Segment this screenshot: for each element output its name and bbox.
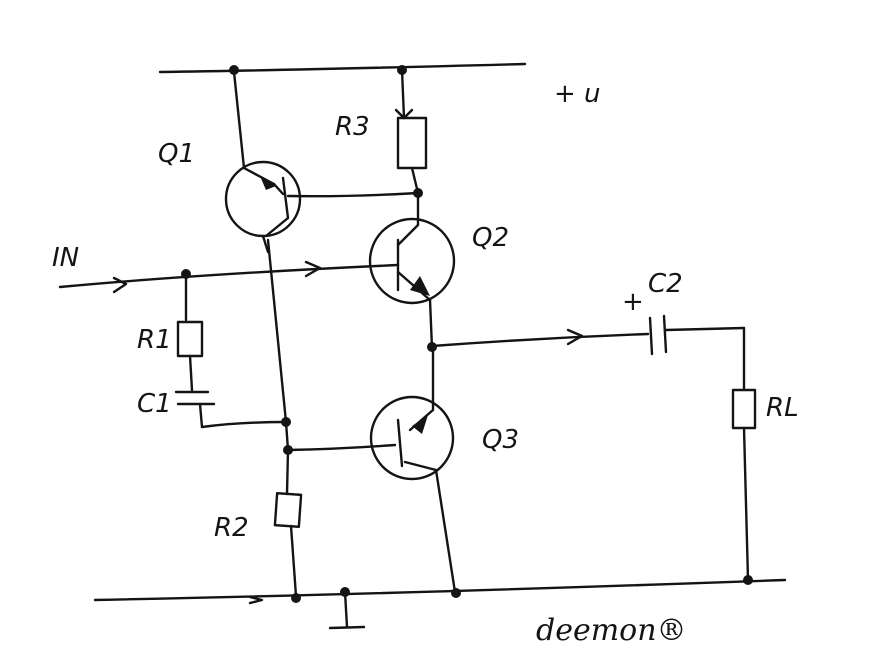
label-r3: R3 (335, 112, 370, 142)
resistor-r1 (176, 272, 204, 392)
resistor-r3 (394, 68, 428, 195)
label-c2-plus: + (622, 287, 644, 317)
transistor-q1 (224, 70, 302, 254)
output-wire (430, 328, 650, 348)
input-wire (58, 260, 400, 294)
signature: deemon® (536, 613, 687, 648)
wire-q1-base (286, 191, 420, 198)
ground-rail (93, 578, 787, 605)
label-q3: Q3 (482, 425, 519, 455)
wire-q3-base (286, 443, 397, 452)
capacitor-c1 (174, 390, 288, 429)
label-input: IN (52, 243, 79, 273)
wire-q1-emitter (266, 238, 288, 424)
label-c2: C2 (648, 269, 683, 299)
supply-rail (158, 62, 527, 74)
ground-symbol (328, 590, 366, 630)
transistor-q2 (368, 191, 456, 350)
label-rl: RL (766, 393, 799, 423)
label-supply: + u (554, 79, 601, 109)
label-q1: Q1 (158, 139, 195, 169)
label-r1: R1 (137, 325, 172, 355)
transistor-q3 (369, 346, 457, 594)
junction-dots (181, 65, 753, 603)
label-c1: C1 (137, 389, 172, 419)
capacitor-c2 (648, 314, 746, 392)
resistor-rl (731, 388, 757, 582)
label-r2: R2 (214, 513, 249, 543)
resistor-r2 (273, 448, 303, 598)
label-q2: Q2 (472, 223, 509, 253)
